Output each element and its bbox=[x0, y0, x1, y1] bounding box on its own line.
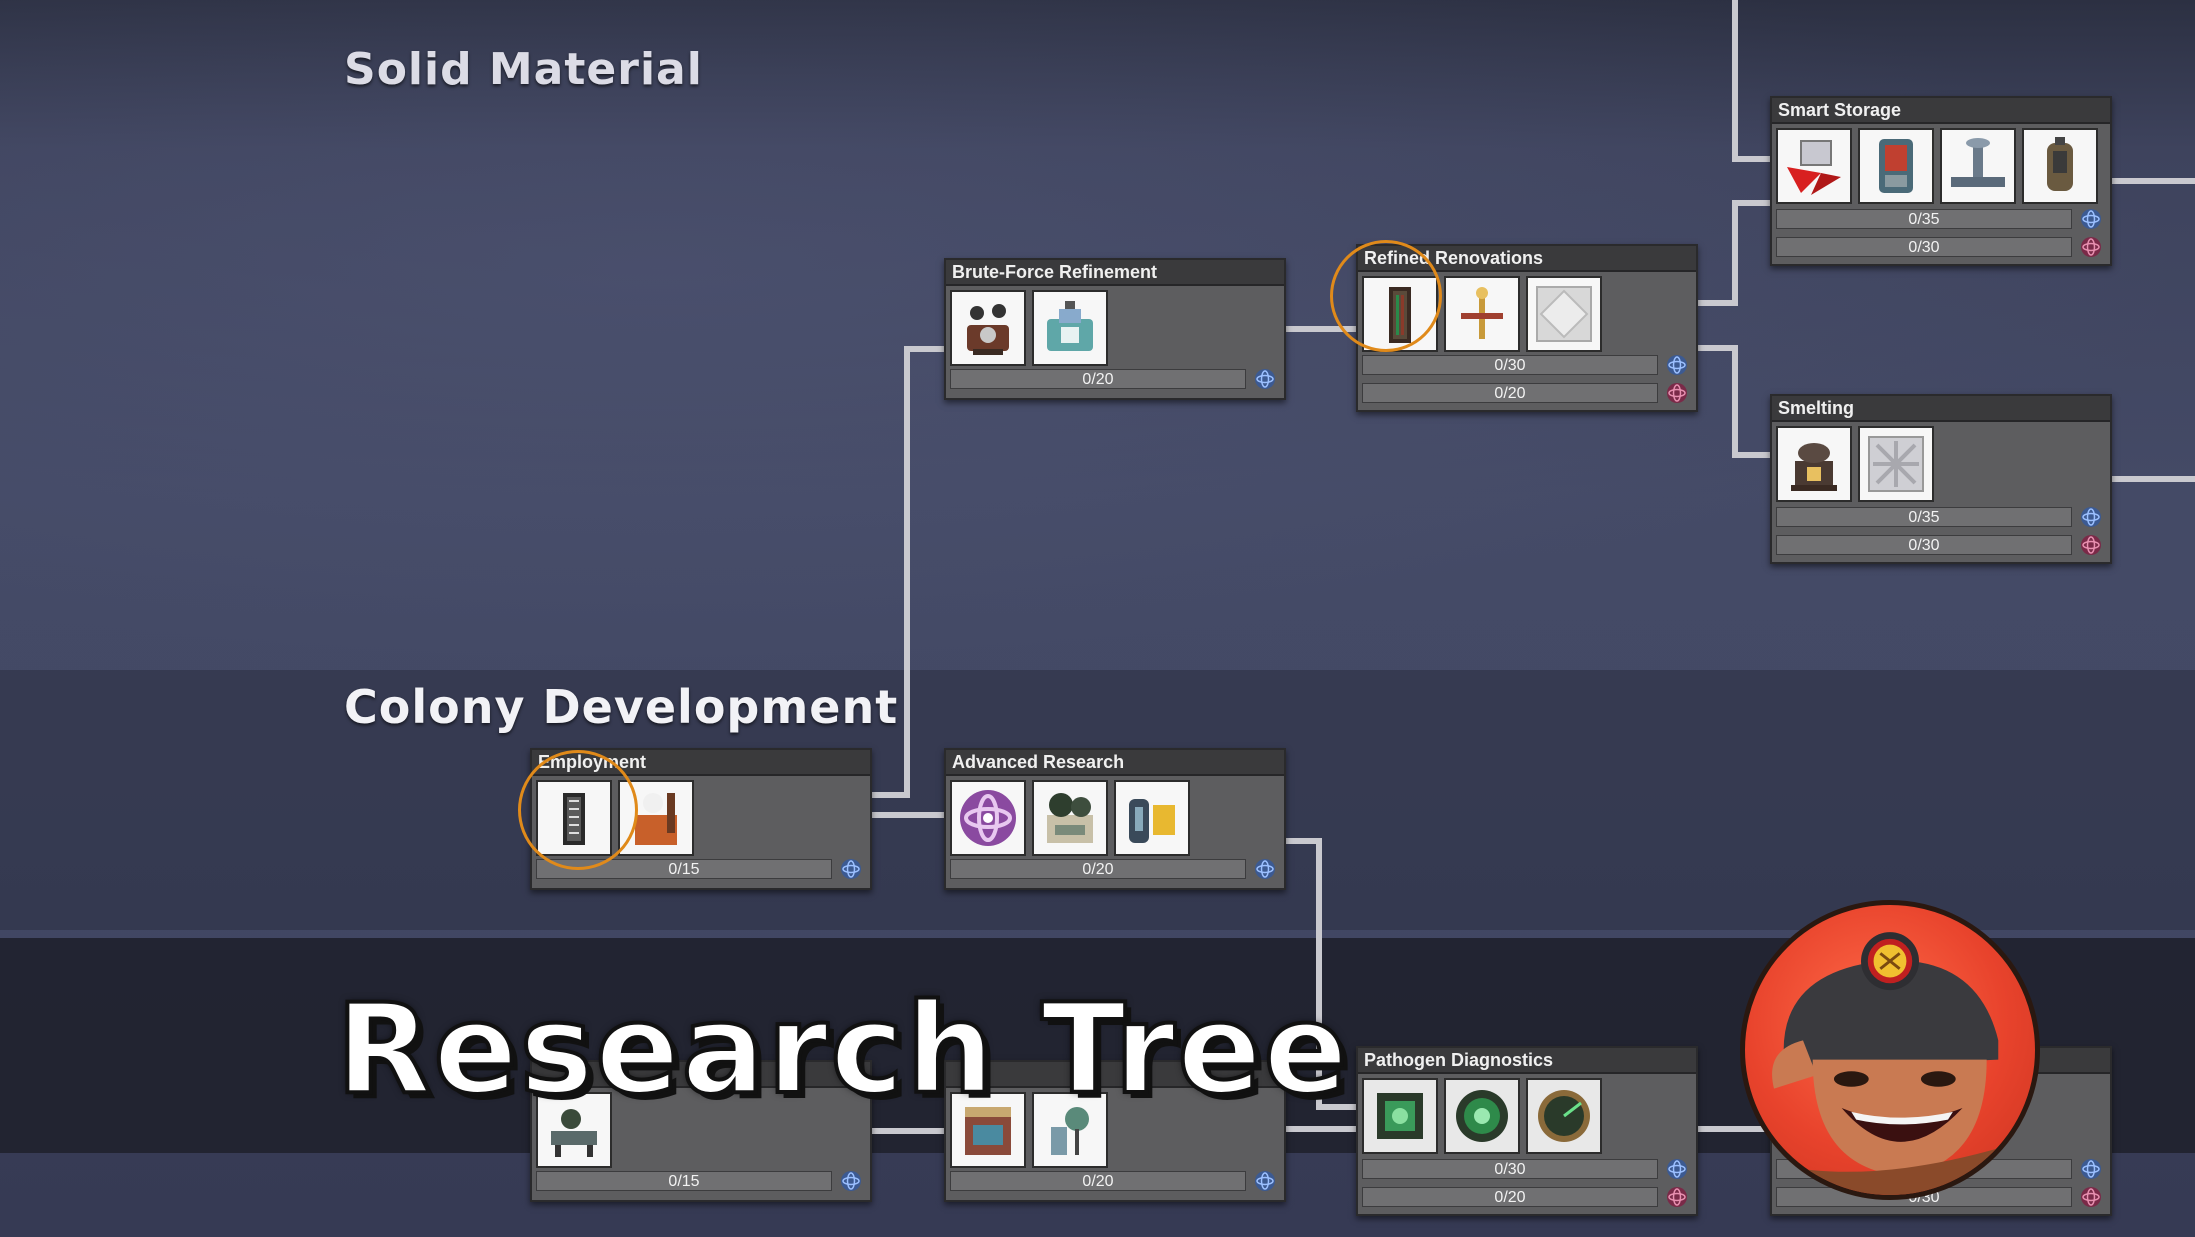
research-point-basic-icon bbox=[1255, 859, 1275, 879]
research-progress-advanced: 0/30 bbox=[1776, 237, 2072, 257]
research-node-smelting[interactable]: Smelting 0/35 0/30 bbox=[1770, 394, 2112, 564]
connector-line bbox=[2110, 178, 2195, 184]
connector-line bbox=[868, 792, 910, 798]
connector-line bbox=[1696, 345, 1736, 351]
research-point-advanced-icon bbox=[2081, 237, 2101, 257]
node-title bbox=[532, 1062, 870, 1088]
crafting-station-icon[interactable] bbox=[618, 780, 694, 856]
super-computer-icon[interactable] bbox=[1032, 780, 1108, 856]
research-node-pathogen-diagnostics[interactable]: Pathogen Diagnostics 0/30 0/20 bbox=[1356, 1046, 1698, 1216]
pathogen-radar-icon[interactable] bbox=[1526, 1078, 1602, 1154]
research-point-basic-icon bbox=[841, 1171, 861, 1191]
research-point-basic-icon bbox=[1667, 1159, 1687, 1179]
node-title: Brute-Force Refinement bbox=[946, 260, 1284, 286]
research-node-brute-force-refinement[interactable]: Brute-Force Refinement 0/20 bbox=[944, 258, 1286, 400]
connector-line bbox=[1732, 156, 1772, 162]
research-progress-basic: 0/35 bbox=[1776, 209, 2072, 229]
conveyor-shutoff-icon[interactable] bbox=[1940, 128, 2016, 204]
node-title: Advanced Research bbox=[946, 750, 1284, 776]
connector-line bbox=[1732, 452, 1772, 458]
research-progress-basic: 0/35 bbox=[1776, 507, 2072, 527]
research-node-smart-storage[interactable]: Smart Storage 0/35 0/30 bbox=[1770, 96, 2112, 266]
connector-line bbox=[1316, 1104, 1360, 1110]
video-title-overlay: Research Tree bbox=[334, 976, 1350, 1124]
node-title: Pathogen Diagnostics bbox=[1358, 1048, 1696, 1074]
research-point-basic-icon bbox=[1667, 355, 1687, 375]
research-point-advanced-icon bbox=[2081, 1187, 2101, 1207]
connector-line bbox=[1696, 1126, 1774, 1132]
refrigerator-icon[interactable] bbox=[1858, 128, 1934, 204]
metal-refinery-icon[interactable] bbox=[1776, 426, 1852, 502]
node-title: Smart Storage bbox=[1772, 98, 2110, 124]
connector-line bbox=[1732, 0, 1738, 160]
research-progress-basic: 0/15 bbox=[536, 859, 832, 879]
research-point-advanced-icon bbox=[2081, 535, 2101, 555]
disease-clinic-icon[interactable] bbox=[1032, 1092, 1108, 1168]
connector-line bbox=[1696, 300, 1736, 306]
research-progress-basic: 0/30 bbox=[1362, 1159, 1658, 1179]
window-tile-icon[interactable] bbox=[1526, 276, 1602, 352]
connector-line bbox=[1282, 838, 1322, 844]
research-progress-basic: 0/20 bbox=[950, 859, 1246, 879]
metal-tile-icon[interactable] bbox=[1858, 426, 1934, 502]
medical-cot-icon[interactable] bbox=[536, 1092, 612, 1168]
connector-line bbox=[1732, 200, 1738, 306]
research-point-advanced-icon bbox=[1667, 383, 1687, 403]
node-title bbox=[946, 1062, 1284, 1088]
research-node-employment[interactable]: Employment 0/15 bbox=[530, 748, 872, 890]
research-point-advanced-icon bbox=[1667, 1187, 1687, 1207]
research-progress-advanced: 0/20 bbox=[1362, 1187, 1658, 1207]
bridge-icon[interactable] bbox=[1444, 276, 1520, 352]
kiln-icon[interactable] bbox=[1032, 290, 1108, 366]
gas-reservoir-icon[interactable] bbox=[2022, 128, 2098, 204]
job-board-icon[interactable] bbox=[536, 780, 612, 856]
research-point-basic-icon bbox=[1255, 369, 1275, 389]
research-progress-basic: 0/20 bbox=[950, 369, 1246, 389]
research-progress-advanced: 0/30 bbox=[1776, 535, 2072, 555]
connector-line bbox=[1732, 200, 1772, 206]
research-node-refined-renovations[interactable]: Refined Renovations 0/30 0/20 bbox=[1356, 244, 1698, 412]
channel-avatar-icon bbox=[1740, 900, 2040, 1200]
germ-sensor-icon[interactable] bbox=[1362, 1078, 1438, 1154]
research-point-basic-icon bbox=[1255, 1171, 1275, 1191]
category-title-colony-development: Colony Development bbox=[344, 680, 899, 734]
connector-line bbox=[904, 346, 910, 796]
connector-line bbox=[868, 1128, 946, 1134]
connector-line bbox=[906, 346, 946, 352]
connector-line bbox=[1282, 326, 1360, 332]
med-station-icon[interactable] bbox=[950, 1092, 1026, 1168]
connector-line bbox=[1316, 838, 1322, 1108]
connector-line bbox=[1282, 1126, 1360, 1132]
connector-line bbox=[2110, 476, 2195, 482]
germ-scanner-icon[interactable] bbox=[1444, 1078, 1520, 1154]
research-node-lower-middle[interactable]: 0/20 bbox=[944, 1060, 1286, 1202]
category-title-solid-material: Solid Material bbox=[344, 44, 703, 95]
connector-line bbox=[1732, 345, 1738, 457]
node-title: Refined Renovations bbox=[1358, 246, 1696, 272]
connector-line bbox=[868, 812, 946, 818]
atom-research-icon[interactable] bbox=[950, 780, 1026, 856]
research-progress-advanced: 0/20 bbox=[1362, 383, 1658, 403]
research-progress-basic: 0/30 bbox=[1362, 355, 1658, 375]
node-title: Smelting bbox=[1772, 396, 2110, 422]
storage-bin-icon[interactable] bbox=[1776, 128, 1852, 204]
rock-crusher-icon[interactable] bbox=[950, 290, 1026, 366]
research-point-basic-icon bbox=[2081, 1159, 2101, 1179]
research-point-basic-icon bbox=[2081, 507, 2101, 527]
research-point-basic-icon bbox=[2081, 209, 2101, 229]
research-node-lower-left[interactable]: 0/15 bbox=[530, 1060, 872, 1202]
mesh-door-icon[interactable] bbox=[1362, 276, 1438, 352]
telescope-icon[interactable] bbox=[1114, 780, 1190, 856]
research-point-basic-icon bbox=[841, 859, 861, 879]
node-title: Employment bbox=[532, 750, 870, 776]
research-progress-basic: 0/20 bbox=[950, 1171, 1246, 1191]
research-progress-basic: 0/15 bbox=[536, 1171, 832, 1191]
research-node-advanced-research[interactable]: Advanced Research 0/20 bbox=[944, 748, 1286, 890]
